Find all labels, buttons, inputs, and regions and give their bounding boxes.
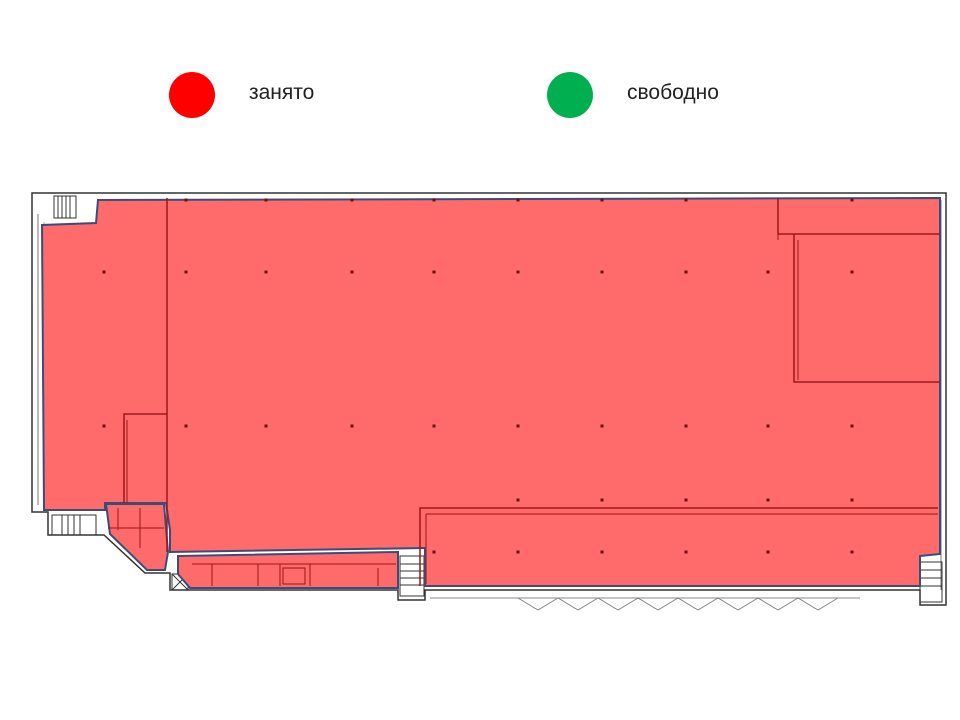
free-color-swatch <box>547 72 593 118</box>
column-marker <box>850 424 854 428</box>
column-marker <box>516 198 520 202</box>
column-marker <box>684 198 688 202</box>
column-marker <box>184 424 188 428</box>
column-marker <box>184 198 188 202</box>
column-marker <box>850 270 854 274</box>
column-marker <box>850 550 854 554</box>
column-marker <box>600 424 604 428</box>
column-marker <box>432 198 436 202</box>
occupied-color-swatch <box>169 72 215 118</box>
column-marker <box>766 270 770 274</box>
interior-walls <box>108 198 940 586</box>
column-marker <box>350 424 354 428</box>
column-marker <box>516 424 520 428</box>
occupied-label: занято <box>249 81 315 104</box>
column-marker <box>684 424 688 428</box>
column-marker <box>600 498 604 502</box>
legend-free: свободно <box>547 72 719 118</box>
column-marker <box>264 198 268 202</box>
column-marker <box>850 498 854 502</box>
column-marker <box>184 270 188 274</box>
free-label: свободно <box>627 81 719 104</box>
column-marker <box>432 270 436 274</box>
column-marker <box>600 270 604 274</box>
column-marker <box>350 270 354 274</box>
column-marker <box>350 198 354 202</box>
column-marker <box>600 198 604 202</box>
stairs <box>51 195 943 603</box>
column-marker <box>766 550 770 554</box>
loading-docks <box>430 597 860 611</box>
column-marker <box>766 424 770 428</box>
column-marker <box>600 550 604 554</box>
column-marker <box>264 424 268 428</box>
column-marker <box>850 198 854 202</box>
column-marker <box>684 498 688 502</box>
column-marker <box>516 550 520 554</box>
column-marker <box>766 498 770 502</box>
column-marker <box>684 550 688 554</box>
column-marker <box>684 270 688 274</box>
column-marker <box>264 270 268 274</box>
column-marker <box>516 270 520 274</box>
legend-occupied: занято <box>169 72 314 118</box>
occupied-area <box>40 196 941 589</box>
column-marker <box>432 550 436 554</box>
column-marker <box>432 424 436 428</box>
structural-columns <box>102 198 854 554</box>
column-marker <box>102 424 106 428</box>
column-marker <box>516 498 520 502</box>
column-marker <box>102 270 106 274</box>
